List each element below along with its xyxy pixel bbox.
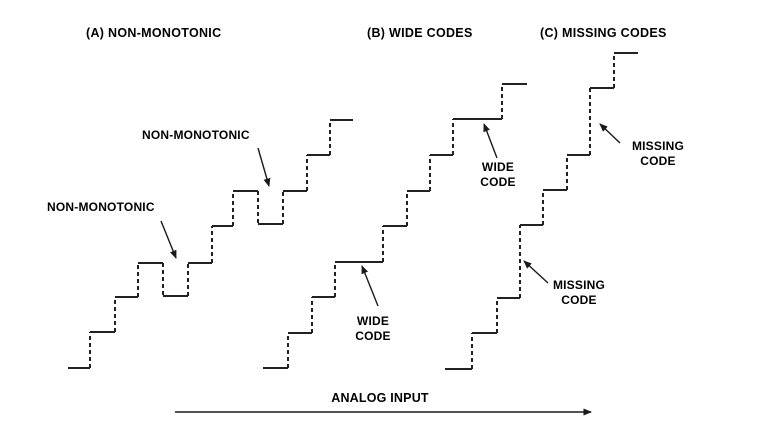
panel-title-a: (A) NON-MONOTONIC (86, 26, 222, 40)
missing-code-lower-arrow (523, 260, 549, 284)
staircase-layer (68, 52, 638, 370)
annotation-nonmonotonic-lower: NON-MONOTONIC (47, 200, 155, 214)
nonmonotonic-upper-arrow (257, 147, 271, 187)
annotation-wide-code-upper: WIDE CODE (480, 160, 516, 189)
panel-title-c: (C) MISSING CODES (540, 26, 667, 40)
panel-title-b: (B) WIDE CODES (367, 26, 473, 40)
annotation-nonmonotonic-upper: NON-MONOTONIC (142, 128, 250, 142)
annotation-missing-code-lower: MISSING CODE (552, 278, 606, 307)
wide-code-upper-arrow (483, 123, 498, 159)
annotation-missing-code-upper: MISSING CODE (631, 139, 685, 168)
wide-code-lower-arrow (361, 265, 379, 307)
arrow-layer (160, 123, 621, 416)
missing-code-upper-arrow (599, 123, 621, 144)
x-axis-label: ANALOG INPUT (331, 391, 429, 405)
annotation-wide-code-lower: WIDE CODE (355, 314, 391, 343)
nonmonotonic-lower-arrow (160, 220, 177, 259)
